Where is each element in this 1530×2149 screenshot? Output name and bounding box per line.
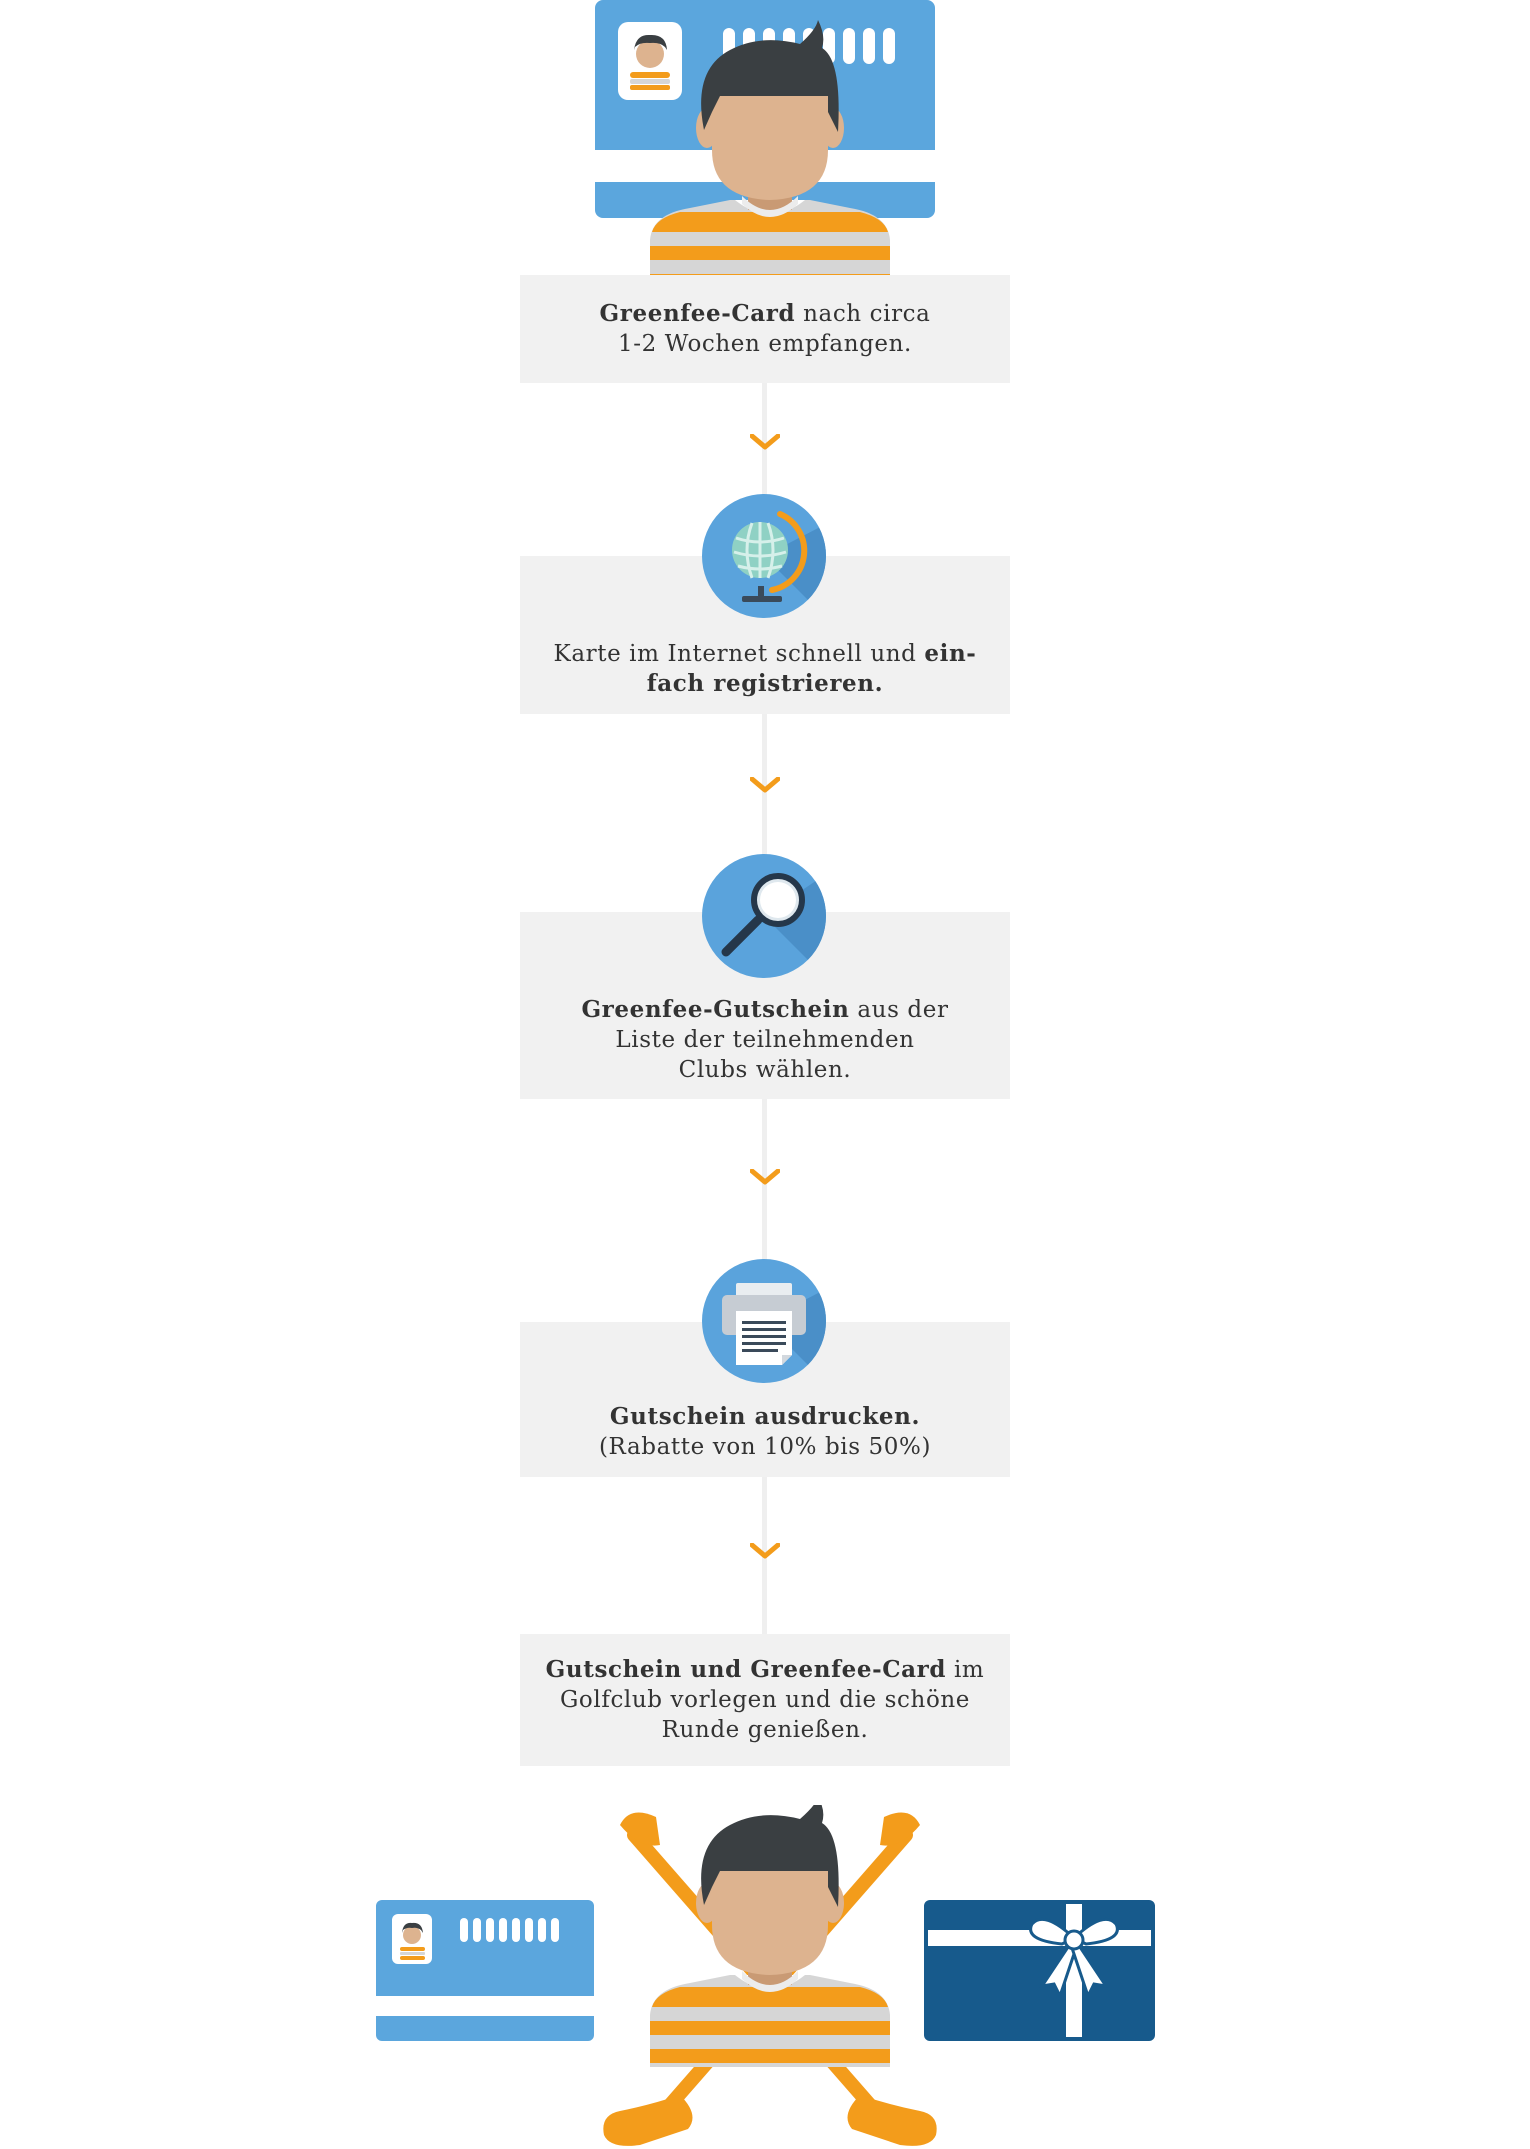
- step-text-bold: fach registrieren.: [646, 670, 884, 697]
- step-text-line: Clubs wählen.: [581, 1055, 948, 1085]
- top-illustration: [595, 0, 935, 292]
- connector: [762, 383, 767, 556]
- step-text: Karte im Internet schnell und ein-fach r…: [554, 639, 977, 699]
- id-card-icon: [376, 1900, 594, 2041]
- step-text-run: (Rabatte von 10% bis 50%): [598, 1433, 932, 1460]
- step-text-run: Karte im Internet schnell und: [553, 641, 925, 667]
- step-text-bold: Gutschein ausdrucken.: [609, 1402, 921, 1430]
- step-text-line: Greenfee-Card nach circa: [600, 299, 931, 329]
- step-text-line: Golfclub vorlegen und die schöne: [546, 1685, 985, 1715]
- step-text-line: 1-2 Wochen empfangen.: [600, 329, 931, 359]
- step-text-run: Runde genießen.: [661, 1717, 869, 1743]
- step-text-line: fach registrieren.: [554, 669, 977, 699]
- step-text-line: Karte im Internet schnell und ein-: [554, 639, 977, 669]
- step-text-run: aus der: [849, 996, 949, 1023]
- step-text-run: Clubs wählen.: [678, 1056, 852, 1083]
- globe-icon: [702, 494, 826, 618]
- step-text-run: im: [946, 1657, 985, 1683]
- chevron-down-icon: [750, 434, 780, 450]
- step-text-line: (Rabatte von 10% bis 50%): [599, 1432, 931, 1462]
- chevron-down-icon: [750, 1169, 780, 1185]
- step-text-run: nach circa: [795, 301, 931, 327]
- step-text-line: Runde genießen.: [546, 1715, 985, 1745]
- step-text-run: 1-2 Wochen empfangen.: [618, 331, 912, 357]
- step-text-bold: Greenfee-Gutschein: [581, 995, 850, 1023]
- step-text-bold: Greenfee-Card: [599, 300, 796, 327]
- step-text-line: Greenfee-Gutschein aus der: [581, 995, 948, 1025]
- step-text: Gutschein ausdrucken. (Rabatte von 10% bi…: [599, 1402, 931, 1462]
- step-print-voucher: Gutschein ausdrucken. (Rabatte von 10% bi…: [520, 1322, 1010, 1477]
- step-text-line: Gutschein und Greenfee-Card im: [546, 1655, 985, 1685]
- person-icon: [650, 1805, 890, 2067]
- step-text-run: Golfclub vorlegen und die schöne: [559, 1687, 971, 1713]
- step-text-line: Liste der teilnehmenden: [581, 1025, 948, 1055]
- printer-icon: [702, 1259, 826, 1383]
- connector: [762, 1099, 767, 1322]
- step-text-line: Gutschein ausdrucken.: [599, 1402, 931, 1432]
- golfer-illustration: [603, 1805, 937, 2146]
- connector: [762, 714, 767, 912]
- person-icon: [650, 20, 890, 292]
- gift-card-icon: [924, 1900, 1155, 2041]
- chevron-down-icon: [750, 777, 780, 793]
- step-text-bold: Gutschein und Greenfee-Card: [545, 1656, 947, 1683]
- step-text-run: Liste der teilnehmenden: [615, 1026, 915, 1053]
- chevron-down-icon: [750, 1543, 780, 1559]
- step-text-bold: ein-: [924, 640, 977, 667]
- magnifier-icon: [702, 854, 826, 978]
